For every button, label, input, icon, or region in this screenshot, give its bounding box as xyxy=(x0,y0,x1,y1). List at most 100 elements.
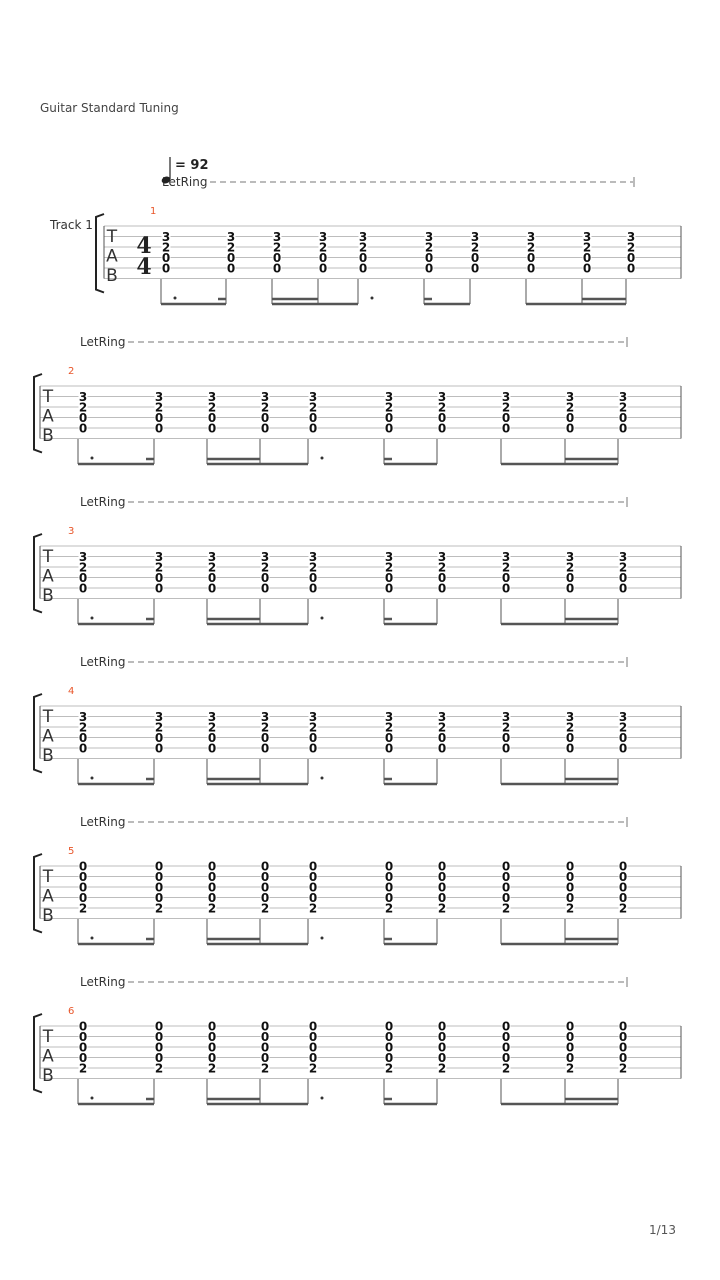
fret-background xyxy=(78,722,88,733)
fret-number: 2 xyxy=(155,561,163,575)
fret-number: 0 xyxy=(359,251,367,265)
fret-number: 2 xyxy=(502,561,510,575)
fret-background xyxy=(154,743,164,754)
fret-number: 2 xyxy=(227,241,235,255)
fret-background xyxy=(78,733,88,743)
fret-background xyxy=(470,263,480,274)
rhythm-dot xyxy=(320,616,324,620)
fret-background xyxy=(384,872,394,882)
fret-background xyxy=(207,872,217,882)
fret-number: 2 xyxy=(261,721,269,735)
fret-background xyxy=(308,402,318,413)
fret-number: 0 xyxy=(208,571,216,585)
fret-number: 0 xyxy=(155,411,163,425)
fret-background xyxy=(437,1032,447,1042)
fret-background xyxy=(618,413,628,423)
rhythm-dot xyxy=(370,296,374,300)
fret-background xyxy=(78,1042,88,1053)
tempo-note-icon xyxy=(161,176,171,184)
fret-background xyxy=(260,1042,270,1053)
fret-background xyxy=(308,1063,318,1074)
fret-number: 0 xyxy=(261,571,269,585)
fret-number: 2 xyxy=(566,1062,574,1076)
fret-background xyxy=(154,733,164,743)
fret-number: 2 xyxy=(208,561,216,575)
fret-number: 2 xyxy=(502,721,510,735)
system-bracket xyxy=(33,853,43,934)
fret-number: 2 xyxy=(155,1062,163,1076)
fret-number: 3 xyxy=(566,710,574,724)
fret-number: 0 xyxy=(208,860,216,874)
fret-number: 0 xyxy=(309,422,317,436)
fret-background xyxy=(260,1053,270,1063)
fret-background xyxy=(582,253,592,263)
fret-number: 2 xyxy=(425,241,433,255)
fret-background xyxy=(501,423,511,434)
fret-background xyxy=(501,1063,511,1074)
fret-number: 0 xyxy=(438,881,446,895)
fret-number: 2 xyxy=(309,561,317,575)
fret-number: 0 xyxy=(79,870,87,884)
fret-number: 0 xyxy=(79,411,87,425)
fret-number: 2 xyxy=(208,721,216,735)
fret-number: 0 xyxy=(208,1030,216,1044)
measure-number: 2 xyxy=(68,366,74,377)
fret-background xyxy=(384,402,394,413)
fret-background xyxy=(384,1063,394,1074)
fret-number: 0 xyxy=(79,891,87,905)
fret-number: 3 xyxy=(425,230,433,244)
fret-background xyxy=(260,903,270,914)
fret-background xyxy=(154,722,164,733)
fret-background xyxy=(565,872,575,882)
fret-background xyxy=(308,583,318,594)
fret-background xyxy=(78,1063,88,1074)
fret-background xyxy=(565,1042,575,1053)
fret-background xyxy=(260,722,270,733)
fret-number: 2 xyxy=(438,902,446,916)
fret-number: 0 xyxy=(385,1051,393,1065)
fret-background xyxy=(501,573,511,583)
fret-background xyxy=(470,242,480,253)
fret-background xyxy=(424,242,434,253)
fret-number: 0 xyxy=(208,411,216,425)
fret-background xyxy=(618,1042,628,1053)
fret-number: 0 xyxy=(155,731,163,745)
fret-background xyxy=(384,573,394,583)
fret-background xyxy=(565,712,575,722)
let-ring-label: LetRing xyxy=(80,815,125,829)
fret-number: 0 xyxy=(385,870,393,884)
fret-number: 0 xyxy=(79,422,87,436)
fret-background xyxy=(308,1032,318,1042)
fret-background xyxy=(207,583,217,594)
fret-number: 3 xyxy=(359,230,367,244)
fret-number: 0 xyxy=(261,881,269,895)
fret-background xyxy=(470,232,480,242)
fret-background xyxy=(260,1063,270,1074)
fret-number: 0 xyxy=(619,860,627,874)
fret-background xyxy=(437,1053,447,1063)
fret-number: 0 xyxy=(619,1020,627,1034)
fret-background xyxy=(437,573,447,583)
fret-background xyxy=(565,1021,575,1032)
fret-number: 2 xyxy=(359,241,367,255)
fret-background xyxy=(308,573,318,583)
fret-background xyxy=(424,263,434,274)
fret-number: 0 xyxy=(309,411,317,425)
fret-background xyxy=(437,872,447,882)
rhythm-dot xyxy=(90,616,94,620)
fret-background xyxy=(207,893,217,903)
fret-background xyxy=(501,583,511,594)
fret-number: 3 xyxy=(79,390,87,404)
fret-number: 3 xyxy=(438,390,446,404)
fret-number: 0 xyxy=(619,422,627,436)
fret-background xyxy=(501,1053,511,1063)
fret-number: 0 xyxy=(438,1020,446,1034)
fret-background xyxy=(565,882,575,893)
rhythm-dot xyxy=(320,776,324,780)
fret-background xyxy=(272,232,282,242)
fret-background xyxy=(260,1021,270,1032)
system-bracket xyxy=(33,533,43,614)
fret-background xyxy=(618,903,628,914)
fret-background xyxy=(565,722,575,733)
